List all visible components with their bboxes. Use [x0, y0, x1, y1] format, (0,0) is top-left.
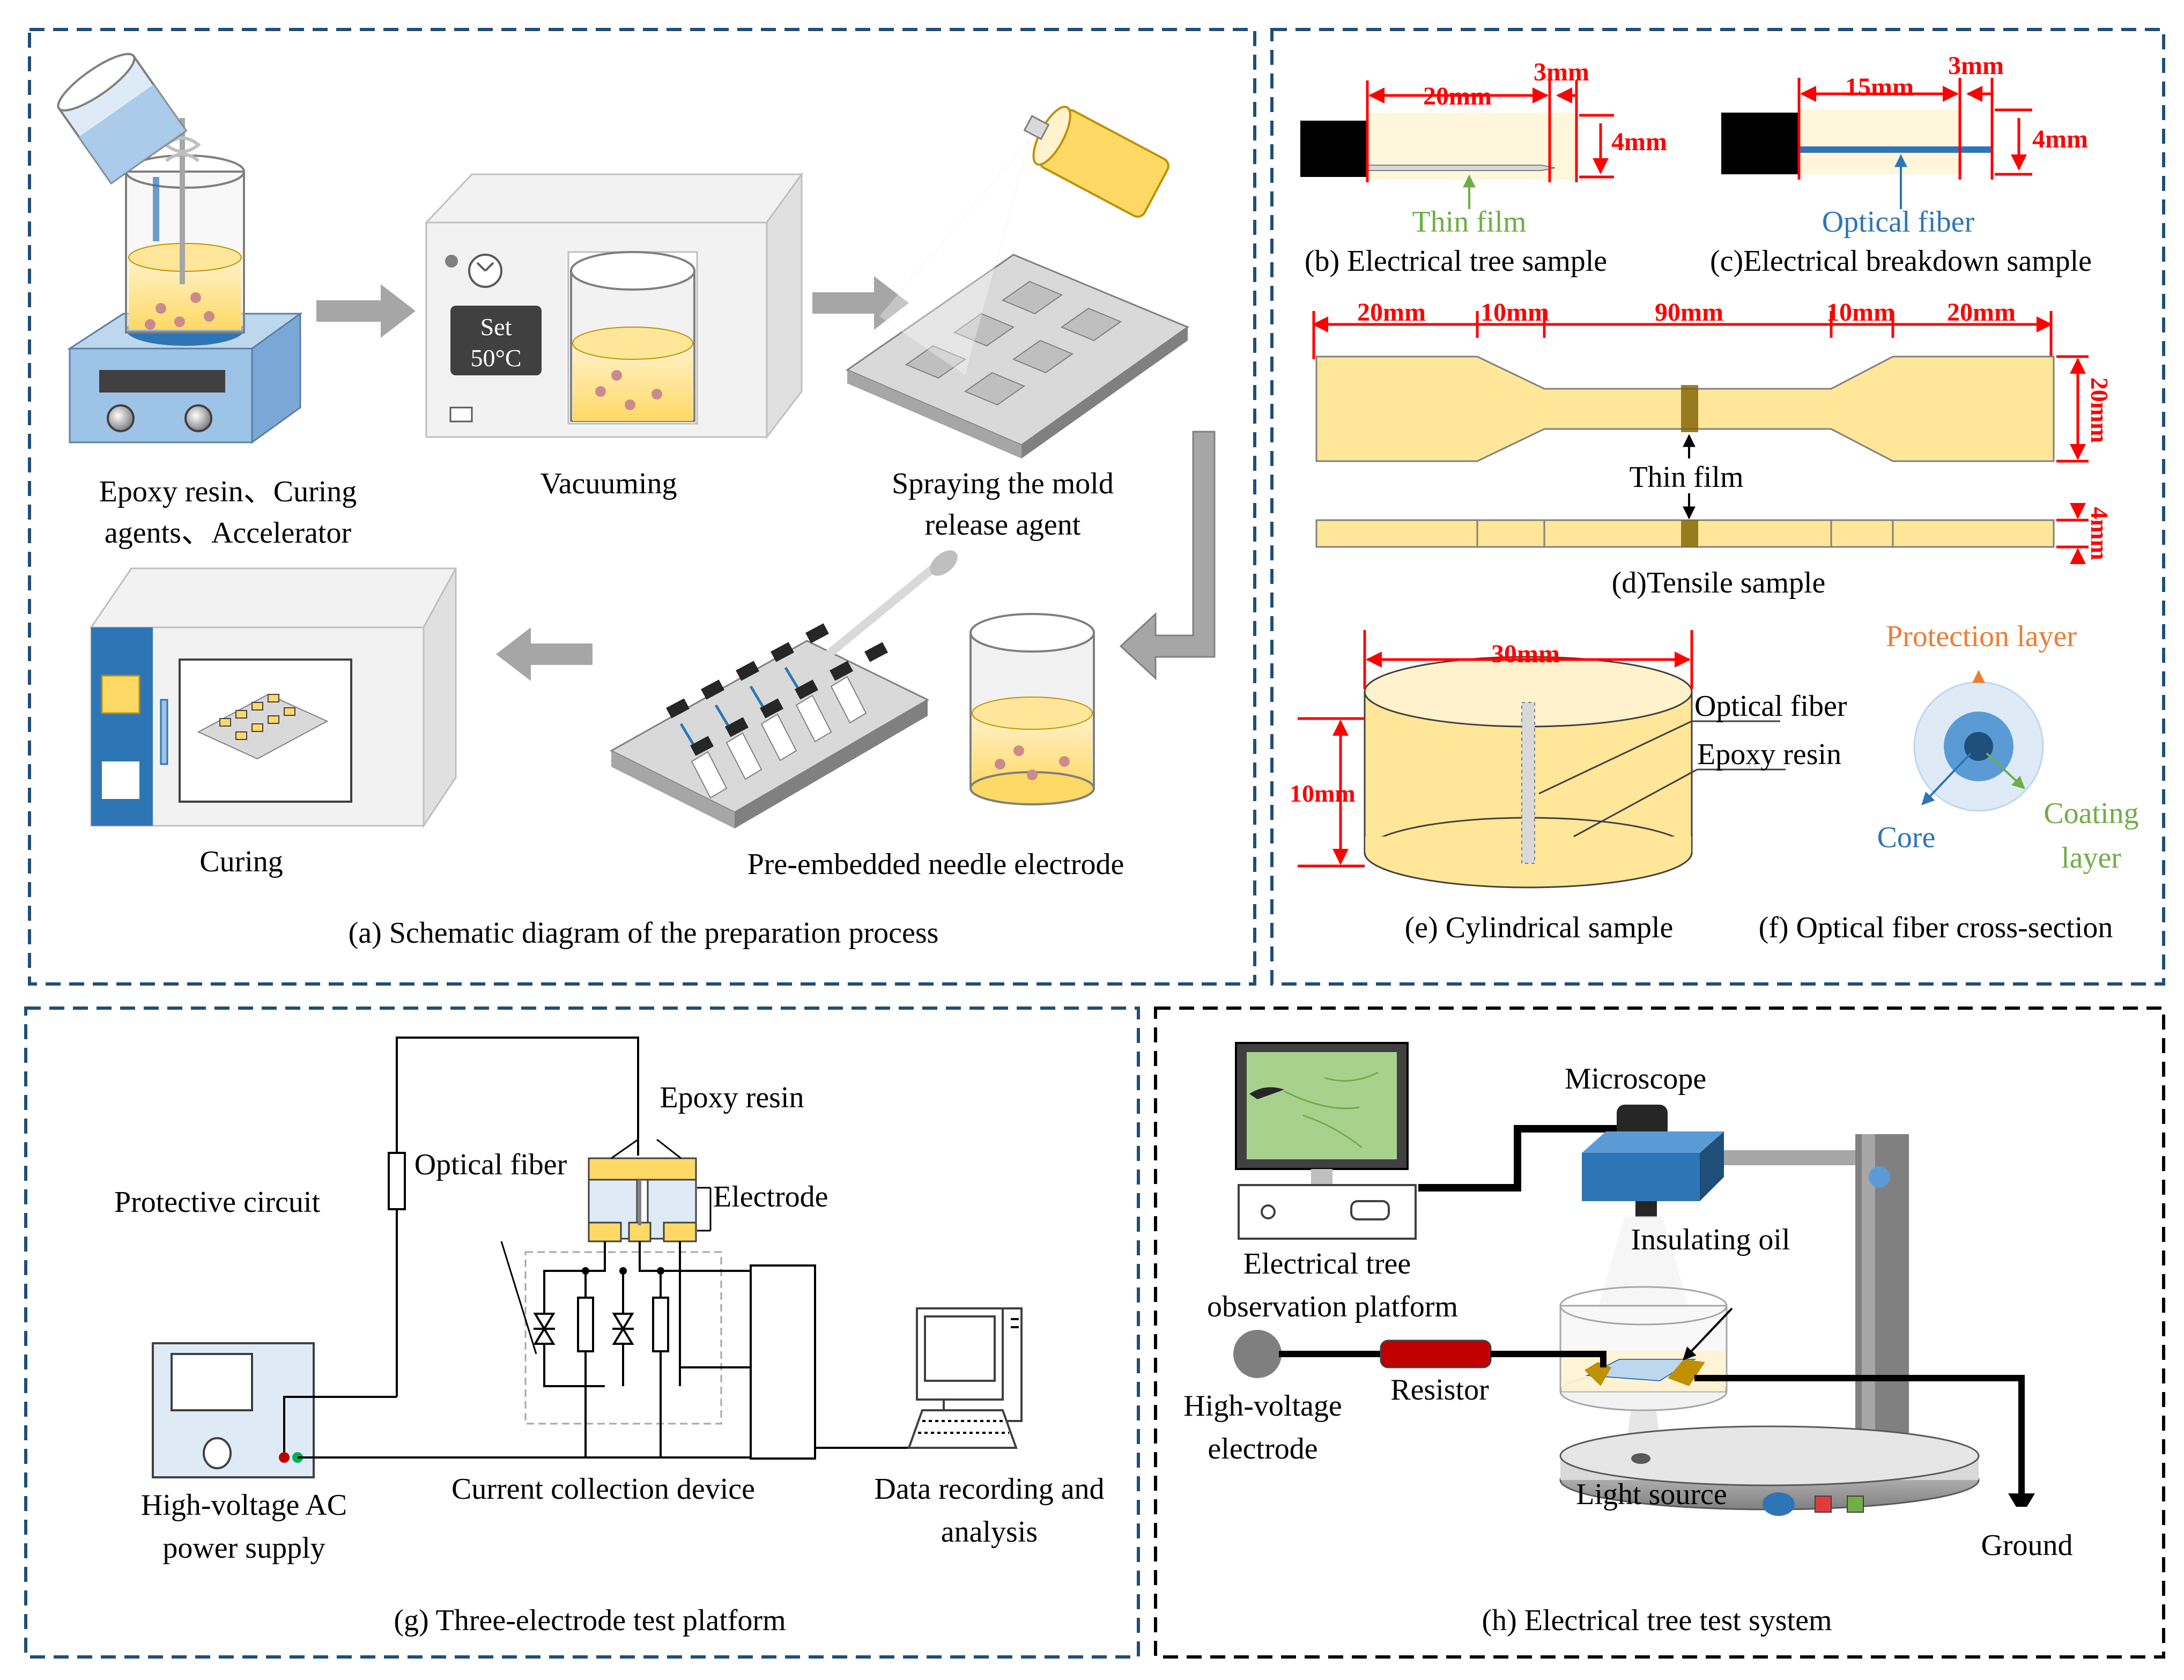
dim-b-4mm: 4mm	[1611, 128, 1667, 156]
label-thin-film-d: Thin film	[1629, 461, 1743, 494]
curing-oven	[90, 567, 457, 828]
caption-h: (h) Electrical tree test system	[1482, 1604, 1832, 1637]
dim-c-3mm: 3mm	[1948, 51, 2004, 80]
caption-g: (g) Three-electrode test platform	[394, 1604, 786, 1637]
caption-c: (c)Electrical breakdown sample	[1710, 245, 2092, 278]
panel-a-border	[28, 28, 1256, 986]
label-mixing-1: Epoxy resin、Curing	[99, 475, 357, 508]
dim-d-3: 90mm	[1655, 298, 1723, 327]
label-hv-ac-1: High-voltage AC	[141, 1489, 347, 1522]
panel-bf-border	[1270, 28, 2165, 986]
label-light-source: Light source	[1576, 1478, 1727, 1511]
dim-d-height: 20mm	[2086, 378, 2113, 443]
caption-e: (e) Cylindrical sample	[1405, 911, 1674, 944]
oven-display-set: Set	[480, 313, 512, 341]
label-optical-fiber-e: Optical fiber	[1694, 690, 1847, 723]
panel-d: 20mm 10mm 90mm 10mm 20mm Thin film 20mm …	[1312, 298, 2113, 600]
dim-d-thickness: 4mm	[2086, 507, 2113, 560]
label-observation-2: observation platform	[1207, 1290, 1458, 1323]
dim-d-2: 10mm	[1480, 298, 1549, 327]
label-observation-1: Electrical tree	[1243, 1247, 1411, 1281]
label-coating-1: Coating	[2044, 797, 2138, 830]
label-current-collection: Current collection device	[451, 1472, 755, 1506]
caption-d: (d)Tensile sample	[1612, 566, 1826, 600]
label-core: Core	[1877, 821, 1936, 854]
panel-e: 30mm 10mm Optical fiber Epoxy resin (e) …	[1290, 630, 1847, 944]
oven-display-temp: 50°C	[470, 344, 521, 372]
panel-h	[1233, 1042, 2035, 1516]
panel-g-text: Epoxy resin Optical fiber Electrode Prot…	[114, 1081, 1105, 1637]
magnetic-stirrer	[57, 53, 303, 444]
dim-c-4mm: 4mm	[2032, 125, 2088, 153]
panel-a: Set 50°C	[57, 53, 1216, 950]
label-hv-ac-2: power supply	[162, 1531, 325, 1565]
label-data-recording-2: analysis	[941, 1515, 1038, 1549]
label-hv-electrode-1: High-voltage	[1183, 1389, 1342, 1423]
panel-f: Protection layer Core Coating layer (f) …	[1759, 620, 2139, 944]
label-insulating-oil: Insulating oil	[1631, 1223, 1790, 1256]
caption-f: (f) Optical fiber cross-section	[1759, 911, 2113, 944]
label-curing: Curing	[199, 845, 283, 878]
panel-h-border	[1154, 1006, 2165, 1659]
process-arrow	[812, 276, 909, 330]
label-microscope: Microscope	[1565, 1062, 1706, 1096]
process-arrow	[1119, 431, 1216, 680]
dim-e-height: 10mm	[1290, 780, 1356, 807]
label-coating-2: layer	[2061, 841, 2121, 875]
label-protection-layer: Protection layer	[1886, 620, 2077, 653]
label-optical-fiber-g: Optical fiber	[414, 1148, 567, 1181]
label-resistor: Resistor	[1390, 1373, 1489, 1407]
label-epoxy-resin-g: Epoxy resin	[660, 1081, 804, 1114]
dim-b-20mm: 20mm	[1423, 82, 1492, 110]
label-vacuuming: Vacuuming	[540, 467, 677, 500]
caption-a: (a) Schematic diagram of the preparation…	[349, 916, 939, 950]
dim-b-3mm: 3mm	[1534, 58, 1589, 86]
label-spraying-2: release agent	[925, 508, 1081, 542]
dim-d-4: 10mm	[1826, 298, 1895, 327]
resin-beaker	[969, 613, 1095, 805]
panel-g-border	[24, 1006, 1140, 1659]
label-ground: Ground	[1981, 1529, 2072, 1562]
label-spraying-1: Spraying the mold	[892, 467, 1114, 500]
dim-c-15mm: 15mm	[1845, 73, 1914, 101]
label-mixing-2: agents、Accelerator	[105, 516, 352, 550]
label-data-recording-1: Data recording and	[874, 1472, 1104, 1506]
panel-h-text: Microscope Electrical tree observation p…	[1183, 1062, 2072, 1637]
dim-e-diameter: 30mm	[1491, 640, 1560, 668]
process-arrow	[496, 627, 593, 681]
process-arrow	[316, 284, 416, 338]
label-electrode-g: Electrode	[713, 1180, 828, 1213]
panel-g	[152, 1037, 1023, 1478]
label-hv-electrode-2: electrode	[1208, 1432, 1317, 1466]
label-optical-fiber-c: Optical fiber	[1822, 205, 1975, 239]
electrode-mold	[609, 550, 958, 828]
dim-d-5: 20mm	[1947, 298, 2016, 327]
dim-d-1: 20mm	[1357, 298, 1426, 327]
label-thin-film-b: Thin film	[1412, 205, 1526, 239]
panel-c: 15mm 3mm 4mm Optical fiber (c)Electrical…	[1710, 51, 2092, 278]
panel-b: 20mm 3mm 4mm Thin film (b) Electrical tr…	[1300, 58, 1667, 278]
vacuum-oven: Set 50°C	[424, 172, 803, 440]
label-protective-circuit: Protective circuit	[114, 1186, 321, 1219]
spraying-mold	[845, 106, 1190, 458]
caption-b: (b) Electrical tree sample	[1305, 245, 1607, 278]
label-epoxy-resin-e: Epoxy resin	[1697, 738, 1841, 771]
label-pre-embedded: Pre-embedded needle electrode	[747, 848, 1124, 881]
